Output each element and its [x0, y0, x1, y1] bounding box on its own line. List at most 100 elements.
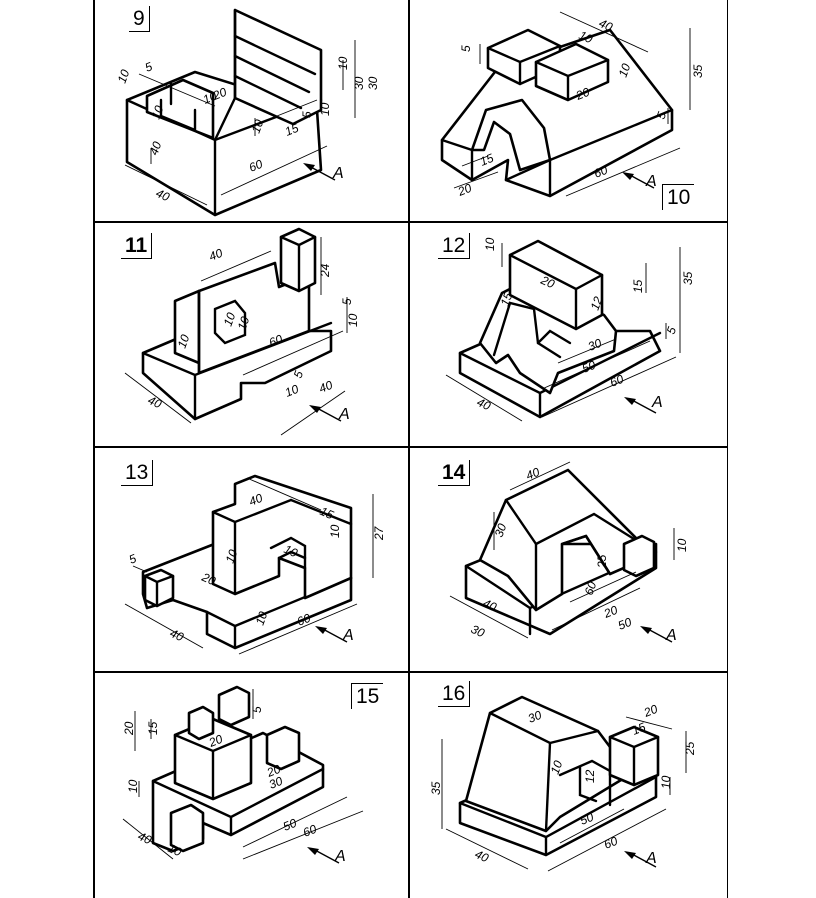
dimension-label: 20 [601, 603, 620, 621]
view-arrow-label: A [338, 406, 350, 423]
dimension-label: 20 [122, 721, 136, 736]
dimension-label: 10 [577, 28, 595, 46]
dimension-label: 40 [247, 491, 265, 509]
drawing-cell-9: 9 [95, 0, 408, 221]
dimension-label: 60 [301, 822, 319, 840]
dimension-label: 10 [283, 382, 301, 400]
dimension-label: 27 [372, 525, 386, 541]
isometric-part-drawing: A 40 30 25 10 40 60 20 50 30 [449, 461, 689, 644]
dimension-label: 50 [281, 816, 299, 834]
dimension-label: 30 [469, 622, 487, 640]
dimension-label: 24 [318, 263, 332, 278]
drawing-number: 12 [438, 233, 471, 259]
drawing-number: 16 [438, 681, 471, 707]
grid-vertical-center [408, 0, 410, 898]
dimension-label: 10 [328, 524, 342, 538]
dimension-label: 5 [654, 110, 670, 121]
dimension-label: 10 [616, 61, 634, 79]
dimension-label: 40 [154, 186, 172, 204]
dimension-label: 10 [223, 547, 241, 565]
dimension-label: 30 [492, 521, 510, 539]
dimension-label: 10 [175, 332, 193, 350]
dimension-label: 60 [582, 579, 600, 597]
dimension-label: 60 [295, 611, 313, 629]
dimension-label: 15 [631, 279, 645, 293]
dimension-label: 60 [247, 157, 265, 175]
dimension-label: 5 [340, 298, 354, 305]
dimension-label: 35 [691, 64, 705, 78]
dimension-label: 20 [641, 702, 660, 720]
dimension-label: 50 [580, 358, 598, 376]
grid-horizontal-3 [93, 671, 728, 673]
dimension-label: 35 [681, 271, 695, 285]
dimension-label: 40 [481, 596, 499, 614]
dimension-label: 40 [168, 626, 186, 644]
drawing-number: 15 [351, 683, 384, 709]
drawing-cell-13: 13 A [95, 448, 408, 671]
dimension-label: 60 [267, 332, 285, 350]
drawing-number: 11 [121, 233, 153, 259]
dimension-label: 10 [282, 542, 300, 560]
dimension-label: 10 [675, 538, 689, 552]
dimension-label: 40 [147, 139, 165, 157]
drawing-cell-16: 16 A [410, 673, 727, 898]
drawing-number: 14 [438, 460, 471, 486]
dimension-label: 60 [602, 834, 620, 852]
dimension-label: 12 [583, 769, 597, 783]
dimension-label: 40 [146, 393, 164, 411]
dimension-label: 60 [608, 372, 626, 390]
drawing-cell-14: 14 A 40 30 25 [410, 448, 727, 671]
dimension-label: 40 [136, 829, 154, 847]
drawing-cell-10: 10 A [410, 0, 727, 221]
view-arrow-label: A [651, 394, 663, 411]
isometric-part-drawing: A 10 20 15 35 15 12 5 30 50 60 40 [445, 237, 695, 422]
isometric-part-drawing: A 30 20 15 25 10 12 10 35 50 60 40 [429, 695, 697, 872]
isometric-part-drawing: A 5 20 15 20 10 20 30 50 60 40 10 [122, 685, 364, 865]
dimension-label: 15 [318, 504, 336, 522]
dimension-label: 25 [595, 554, 609, 569]
dimension-label: 5 [300, 111, 314, 118]
dimension-label: 20 [210, 85, 229, 103]
dimension-label: 15 [478, 151, 496, 169]
dimension-label: 10 [336, 56, 350, 70]
view-arrow-label: A [665, 627, 677, 644]
view-arrow-label: A [645, 173, 657, 190]
dimension-label: 25 [683, 741, 697, 756]
drawing-cell-11: 11 A 40 [95, 223, 408, 446]
isometric-part-drawing: A 5 40 10 10 35 20 5 15 20 60 [440, 11, 705, 199]
drawing-number: 10 [662, 184, 695, 210]
dimension-label: 35 [429, 781, 443, 795]
dimension-label: 15 [283, 121, 301, 139]
dimension-label: 30 [352, 76, 366, 90]
dimension-label: 10 [249, 117, 267, 135]
view-arrow-label: A [334, 848, 346, 865]
dimension-label: 10 [548, 758, 566, 776]
view-arrow-label: A [342, 627, 354, 644]
dimension-label: 20 [573, 85, 592, 103]
grid-horizontal-1 [93, 221, 728, 223]
dimension-label: 40 [473, 847, 491, 865]
dimension-label: 30 [526, 708, 544, 726]
dimension-label: 10 [235, 314, 253, 332]
view-arrow-label: A [645, 850, 657, 867]
dimension-label: 50 [578, 810, 596, 828]
dimension-label: 15 [630, 720, 648, 738]
dimension-label: 5 [127, 551, 139, 567]
drawing-cell-15: 15 A [95, 673, 408, 898]
dimension-label: 20 [199, 570, 218, 589]
dimension-label: 10 [483, 237, 497, 251]
view-arrow-label: A [332, 165, 344, 182]
dimension-label: 50 [616, 615, 634, 633]
dimension-label: 20 [206, 732, 225, 750]
dimension-label: 10 [318, 102, 332, 116]
dimension-label: 10 [126, 779, 140, 793]
dimension-label: 15 [498, 290, 516, 308]
dimension-label: 40 [524, 465, 542, 483]
isometric-part-drawing: A 40 24 5 10 10 10 60 10 10 5 40 40 [124, 227, 360, 436]
dimension-label: 10 [115, 67, 133, 85]
dimension-label: 10 [149, 103, 167, 121]
dimension-label: 40 [475, 395, 493, 413]
dimension-label: 40 [207, 246, 225, 264]
isometric-part-drawing: A 40 15 10 27 10 10 5 20 40 10 60 [124, 474, 386, 655]
